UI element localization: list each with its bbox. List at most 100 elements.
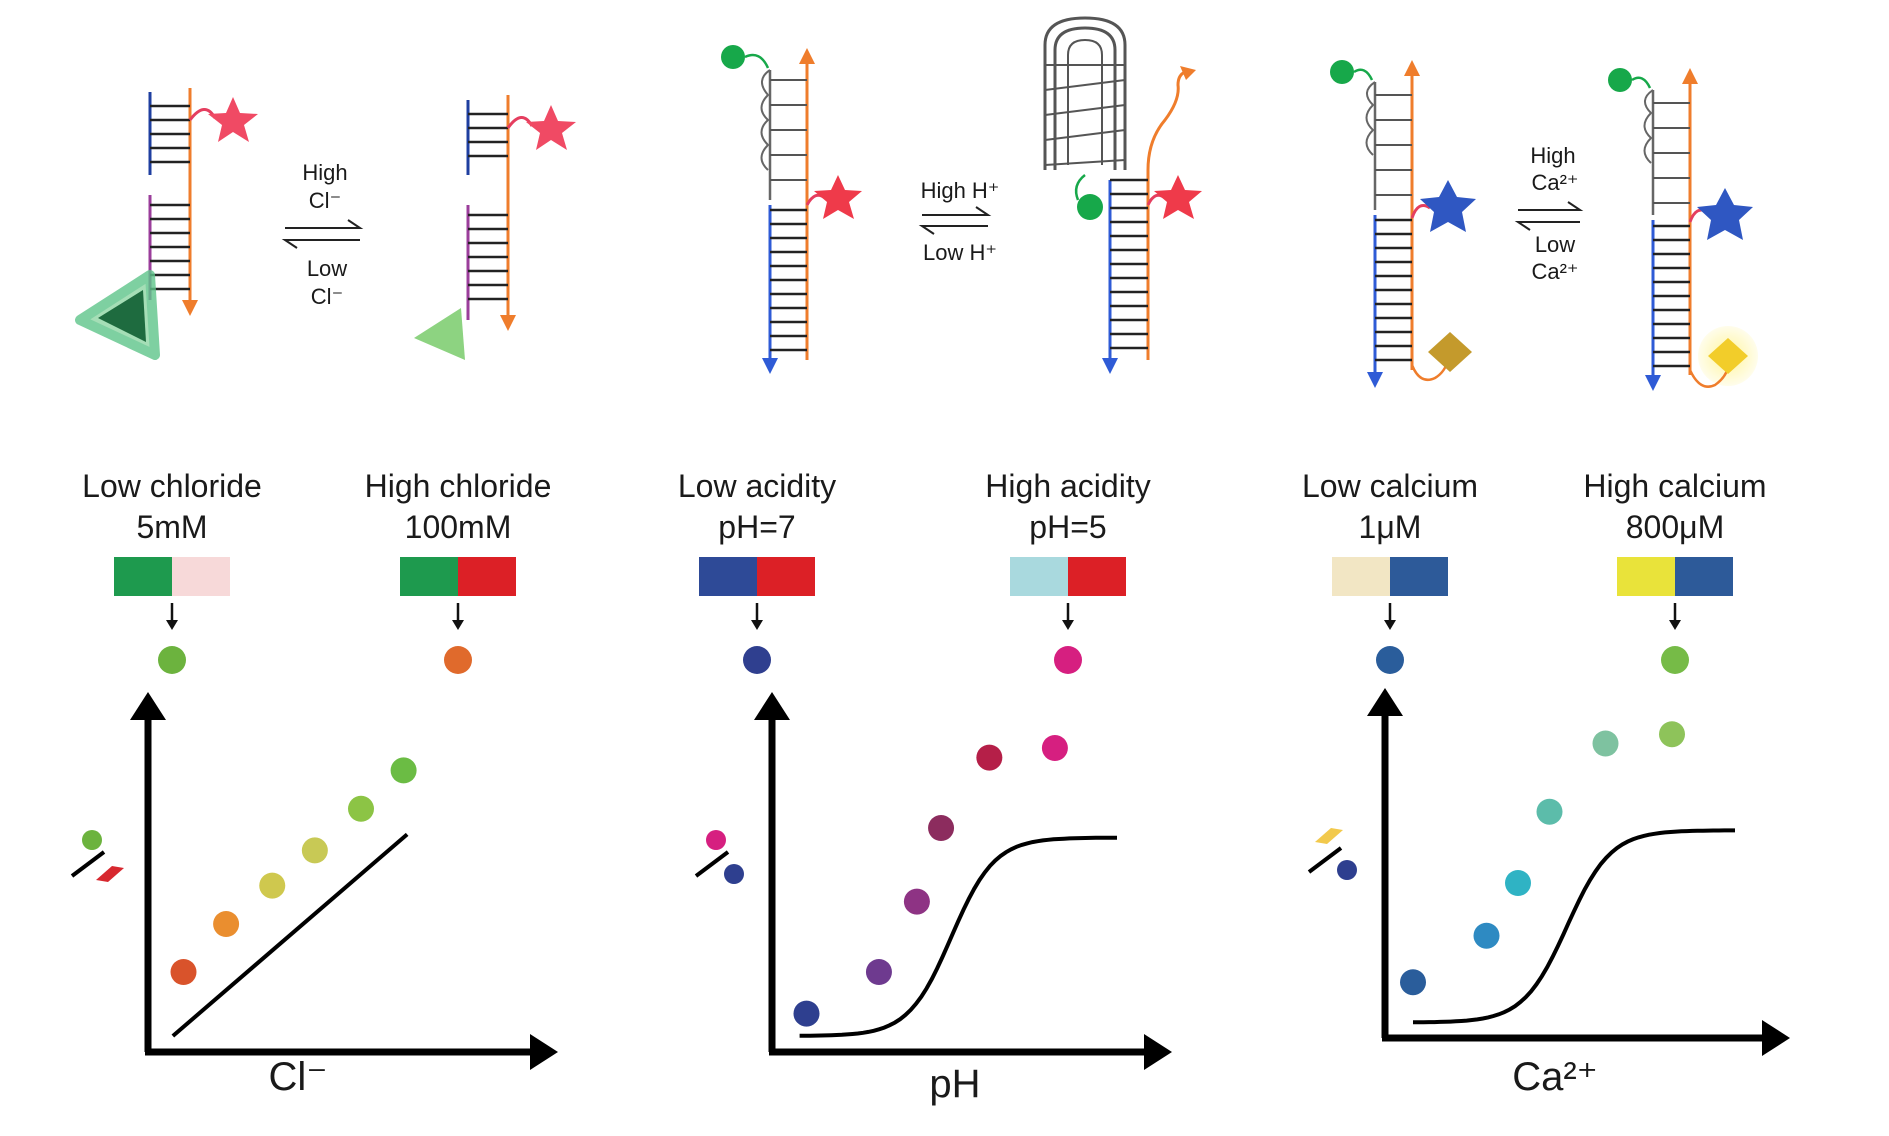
data-point [213, 911, 240, 937]
merged-color-dot [1661, 646, 1689, 674]
ratio-slash [694, 850, 730, 878]
color-swatch-left [1332, 557, 1390, 596]
chloride-chart: Cl⁻ [70, 692, 558, 1099]
red-fluorophore-star-icon [526, 105, 576, 150]
data-point [1041, 735, 1068, 761]
y-axis-ratio-icon [1307, 828, 1357, 880]
red-fluorophore-star-icon [208, 97, 258, 142]
chloride-reverse-label-2: Cl⁻ [311, 284, 343, 309]
data-point [1505, 870, 1531, 896]
color-swatch-right [1675, 557, 1733, 596]
y-axis-arrow-icon [130, 692, 166, 720]
merged-color-dot [444, 646, 472, 674]
down-arrow-icon [1669, 620, 1681, 630]
calibration-charts: Cl⁻ pH Ca²⁺ [70, 688, 1790, 1106]
chloride-switch-arrows: High Cl⁻ Low Cl⁻ [281, 160, 364, 309]
chloride-forward-label-1: High [302, 160, 347, 185]
trend-line [171, 832, 409, 1038]
color-swatch-left [1010, 557, 1068, 596]
data-point [1400, 969, 1426, 996]
calcium-sensor-low-state [1330, 60, 1476, 388]
merged-color-dot [1376, 646, 1404, 674]
x-axis-label: pH [929, 1062, 980, 1106]
calcium-forward-label-2: Ca²⁺ [1531, 170, 1578, 195]
down-arrow-icon [166, 620, 178, 630]
ph-forward-label: High H⁺ [921, 178, 1000, 203]
data-point [348, 795, 374, 822]
red-fluorophore-star-icon [1154, 175, 1202, 219]
calcium-sensor-high-state [1608, 68, 1758, 391]
merged-color-dot [1054, 646, 1082, 674]
chloride-sensor-high-state [414, 95, 576, 360]
x-axis-label: Cl⁻ [269, 1055, 328, 1099]
state-label: High calcium [1583, 468, 1766, 504]
x-axis-arrow-icon [1762, 1020, 1790, 1056]
red-fluorophore-star-icon [814, 175, 862, 219]
color-swatch-right [458, 557, 516, 596]
blue-fluorophore-star-icon [1420, 180, 1476, 232]
data-point [865, 959, 892, 985]
chloride-state-0: Low chloride 5mM [82, 468, 262, 674]
state-concentration: 800μM [1626, 509, 1724, 545]
state-concentration: 100mM [405, 509, 512, 545]
trend-curve [1413, 828, 1735, 1025]
red-diamond-icon [96, 866, 124, 882]
green-fluorophore-triangle-icon [98, 290, 146, 342]
data-point [928, 815, 955, 841]
state-label: High acidity [985, 468, 1150, 504]
green-fluorophore-dot-icon [1608, 68, 1632, 92]
state-concentration: 1μM [1359, 509, 1422, 545]
x-axis-label: Ca²⁺ [1512, 1055, 1598, 1099]
ph-switch-arrows: High H⁺ Low H⁺ [918, 178, 1000, 265]
data-point [390, 757, 417, 784]
down-arrow-icon [1062, 620, 1074, 630]
data-point [1473, 922, 1500, 949]
state-label: Low calcium [1302, 468, 1478, 504]
calcium-switch-arrows: High Ca²⁺ Low Ca²⁺ [1514, 143, 1584, 284]
calcium-reverse-label-2: Ca²⁺ [1531, 259, 1578, 284]
ph-state-1: High acidity pH=5 [985, 468, 1151, 674]
calcium-forward-label-1: High [1530, 143, 1575, 168]
state-label: Low chloride [82, 468, 262, 504]
state-concentration: 5mM [136, 509, 207, 545]
green-fluorophore-dot-icon [721, 45, 745, 69]
data-point [301, 837, 328, 864]
color-swatch-left [400, 557, 458, 596]
chloride-forward-label-2: Cl⁻ [309, 188, 341, 213]
color-swatch-left [114, 557, 172, 596]
chloride-sensor-low-state [75, 88, 258, 360]
calcium-state-0: Low calcium 1μM [1302, 468, 1478, 674]
merged-color-dot [158, 646, 186, 674]
blue-dot-icon [724, 864, 744, 884]
magenta-dot-icon [706, 830, 726, 850]
blue-fluorophore-star-icon [1697, 188, 1753, 240]
state-readouts: Low chloride 5mM High chloride 100mM Low aci… [82, 468, 1767, 674]
x-axis-arrow-icon [530, 1034, 558, 1070]
x-axis-arrow-icon [1144, 1034, 1172, 1070]
data-point [259, 872, 286, 899]
ph-sensor-high-state [1043, 16, 1202, 374]
ratio-slash [70, 850, 106, 878]
state-concentration: pH=7 [718, 509, 795, 545]
down-arrow-icon [1384, 620, 1396, 630]
green-fluorophore-triangle-icon [414, 308, 465, 360]
chloride-state-1: High chloride 100mM [365, 468, 552, 674]
ratio-slash [1307, 846, 1343, 874]
chloride-reverse-label-1: Low [307, 256, 347, 281]
ph-sensor-low-state [721, 45, 862, 374]
trend-curve [799, 835, 1117, 1038]
yellow-diamond-icon [1315, 828, 1343, 844]
blue-dot-icon [1337, 860, 1357, 880]
down-arrow-icon [751, 620, 763, 630]
state-label: High chloride [365, 468, 552, 504]
color-swatch-right [1068, 557, 1126, 596]
state-concentration: pH=5 [1029, 509, 1106, 545]
y-axis-arrow-icon [1367, 688, 1403, 716]
calcium-reverse-label-1: Low [1535, 232, 1575, 257]
calcium-chart: Ca²⁺ [1307, 688, 1790, 1099]
y-axis-ratio-icon [694, 830, 744, 884]
data-point [170, 959, 197, 985]
